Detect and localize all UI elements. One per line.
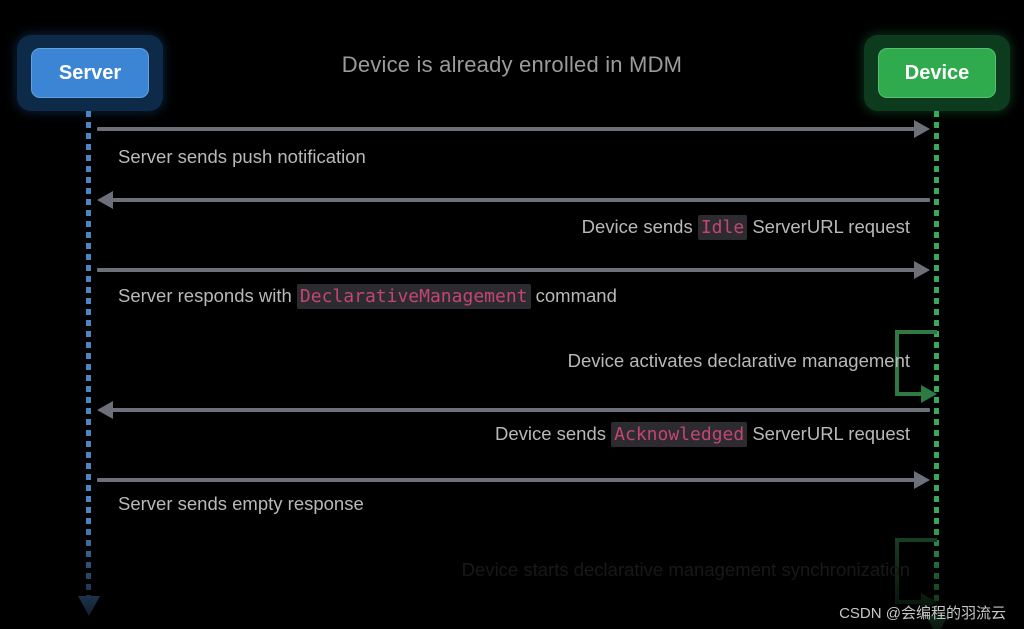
inline-code-token: DeclarativeManagement	[296, 284, 531, 309]
inline-code-token: Idle	[697, 215, 748, 240]
message-arrow-line-3	[97, 268, 916, 272]
participant-device[interactable]: Device	[864, 35, 1010, 111]
message-arrow-line-5	[111, 408, 930, 412]
lifeline-device	[934, 111, 939, 629]
participant-server-label: Server	[31, 48, 149, 98]
message-label-5: Device sends Acknowledged ServerURL requ…	[494, 422, 910, 447]
message-label-3: Server responds with DeclarativeManageme…	[118, 284, 617, 309]
message-arrow-line-2	[111, 198, 930, 202]
message-arrow-line-6	[97, 478, 916, 482]
participant-server[interactable]: Server	[17, 35, 163, 111]
lifeline-server-end-arrow-icon	[78, 596, 100, 616]
message-arrowhead-right-1	[914, 120, 930, 138]
message-label-4: Device activates declarative management	[567, 350, 910, 371]
self-loop-segment-bottom	[895, 392, 923, 396]
self-loop-segment-top	[895, 330, 937, 334]
self-loop-segment-top	[895, 538, 937, 542]
self-loop-segment-side	[895, 330, 899, 396]
page-title: Device is already enrolled in MDM	[341, 52, 683, 77]
message-label-1: Server sends push notification	[118, 146, 366, 167]
message-label-7: Device starts declarative management syn…	[461, 559, 910, 580]
self-loop-arrowhead-icon	[921, 385, 937, 403]
self-loop-arrow-4	[895, 330, 940, 403]
message-arrowhead-left-5	[97, 401, 113, 419]
message-label-2: Device sends Idle ServerURL request	[581, 215, 910, 240]
lifeline-server	[86, 111, 91, 600]
inline-code-token: Acknowledged	[611, 422, 748, 447]
message-arrow-line-1	[97, 127, 916, 131]
message-label-6: Server sends empty response	[118, 493, 364, 514]
participant-device-label: Device	[878, 48, 996, 98]
message-arrowhead-right-6	[914, 471, 930, 489]
message-arrowhead-right-3	[914, 261, 930, 279]
watermark: CSDN @会编程的羽流云	[839, 605, 1006, 622]
message-arrowhead-left-2	[97, 191, 113, 209]
